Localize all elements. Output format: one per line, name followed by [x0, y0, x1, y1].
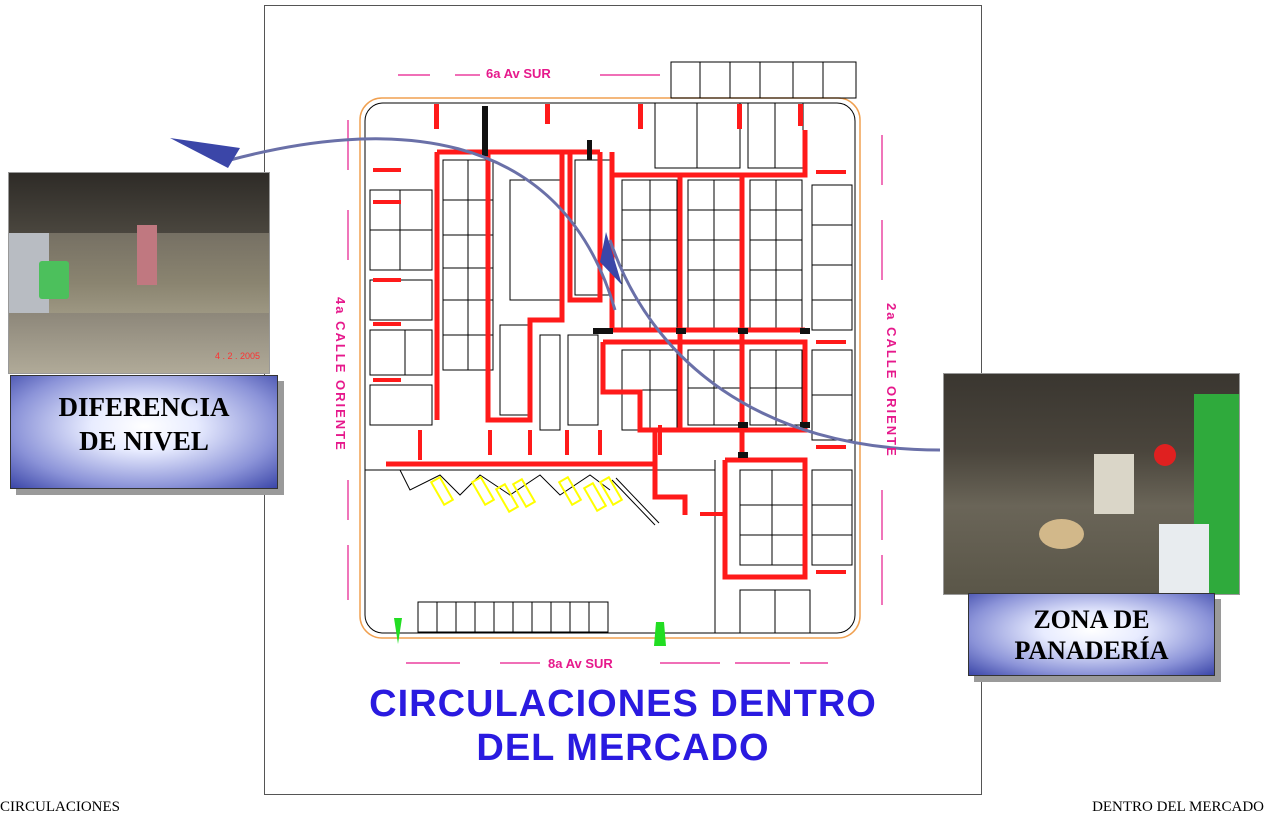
main-title-line2: DEL MERCADO [476, 727, 770, 769]
junction-blocks [482, 106, 810, 458]
circulation-paths [386, 130, 808, 580]
street-label-bottom: 8a Av SUR [548, 656, 613, 671]
coca-cola-sign [1154, 444, 1176, 466]
callout-arrowhead-left [170, 138, 240, 168]
green-marker-left [394, 618, 402, 644]
callout-arrowhead-right [600, 232, 622, 285]
outer-stalls-top [670, 61, 857, 99]
callout-curve-left [229, 137, 617, 311]
yellow-kiosks [429, 475, 624, 514]
street-label-right: 2a CALLE ORIENTE [884, 303, 899, 458]
label-bakery-zone-line2: PANADERÍA [1014, 636, 1169, 665]
photo-bakery-zone [943, 373, 1240, 595]
photo-level-difference: 4 . 2 . 2005 [8, 172, 270, 374]
label-bakery-zone-line1: ZONA DE [1033, 605, 1150, 634]
street-label-left: 4a CALLE ORIENTE [333, 297, 348, 452]
market-boundary [359, 97, 861, 639]
green-bucket [39, 261, 69, 299]
photo-date-stamp: 4 . 2 . 2005 [215, 351, 261, 361]
callout-curve-right [608, 239, 941, 452]
label-level-difference: DIFERENCIA DE NIVEL [10, 375, 278, 489]
vendor-figure [1159, 524, 1209, 594]
main-title: CIRCULACIONES DENTRO DEL MERCADO [264, 682, 982, 770]
footer-right: DENTRO DEL MERCADO [1092, 799, 1264, 815]
bread-basket [1039, 519, 1084, 549]
circulation-arrows [373, 104, 846, 574]
floor-plan-frame [264, 5, 982, 795]
label-level-difference-line2: DE NIVEL [79, 426, 209, 456]
label-level-difference-line1: DIFERENCIA [58, 392, 230, 422]
main-title-line1: CIRCULACIONES DENTRO [369, 683, 877, 725]
street-dashes [347, 74, 883, 664]
footer-left: CIRCULACIONES [0, 799, 121, 815]
label-bakery-zone: ZONA DE PANADERÍA [968, 593, 1215, 676]
person-figure [137, 225, 157, 285]
green-marker-right [654, 622, 666, 646]
street-label-top: 6a Av SUR [486, 66, 551, 81]
